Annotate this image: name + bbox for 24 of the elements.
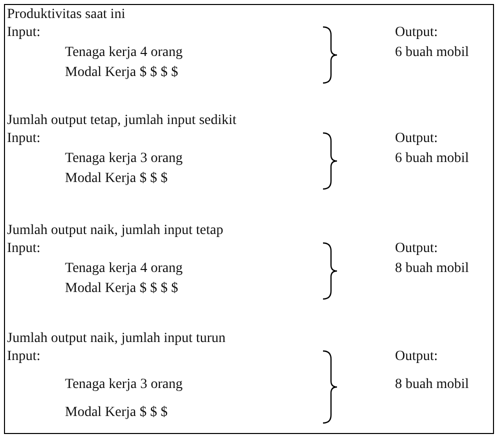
input-item: Tenaga kerja 4 orang [65,45,183,61]
section-heading: Jumlah output tetap, jumlah input sedikit [7,113,236,129]
input-label: Input: [7,25,40,41]
section-heading: Produktivitas saat ini [7,7,126,23]
input-item: Modal Kerja $ $ $ $ [65,65,178,81]
output-value: 6 buah mobil [395,45,469,61]
output-value: 8 buah mobil [395,377,469,393]
input-item: Tenaga kerja 4 orang [65,261,183,277]
output-value: 8 buah mobil [395,261,469,277]
output-label: Output: [395,25,438,41]
input-item: Modal Kerja $ $ $ $ [65,281,178,297]
input-item: Modal Kerja $ $ $ [65,405,168,421]
output-label: Output: [395,349,438,365]
input-label: Input: [7,131,40,147]
output-label: Output: [395,131,438,147]
section-heading: Jumlah output naik, jumlah input turun [7,331,226,347]
input-label: Input: [7,241,40,257]
input-item: Tenaga kerja 3 orang [65,151,183,167]
input-item: Modal Kerja $ $ $ [65,171,168,187]
output-value: 6 buah mobil [395,151,469,167]
input-item: Tenaga kerja 3 orang [65,377,183,393]
output-label: Output: [395,241,438,257]
section-heading: Jumlah output naik, jumlah input tetap [7,223,224,239]
input-label: Input: [7,349,40,365]
